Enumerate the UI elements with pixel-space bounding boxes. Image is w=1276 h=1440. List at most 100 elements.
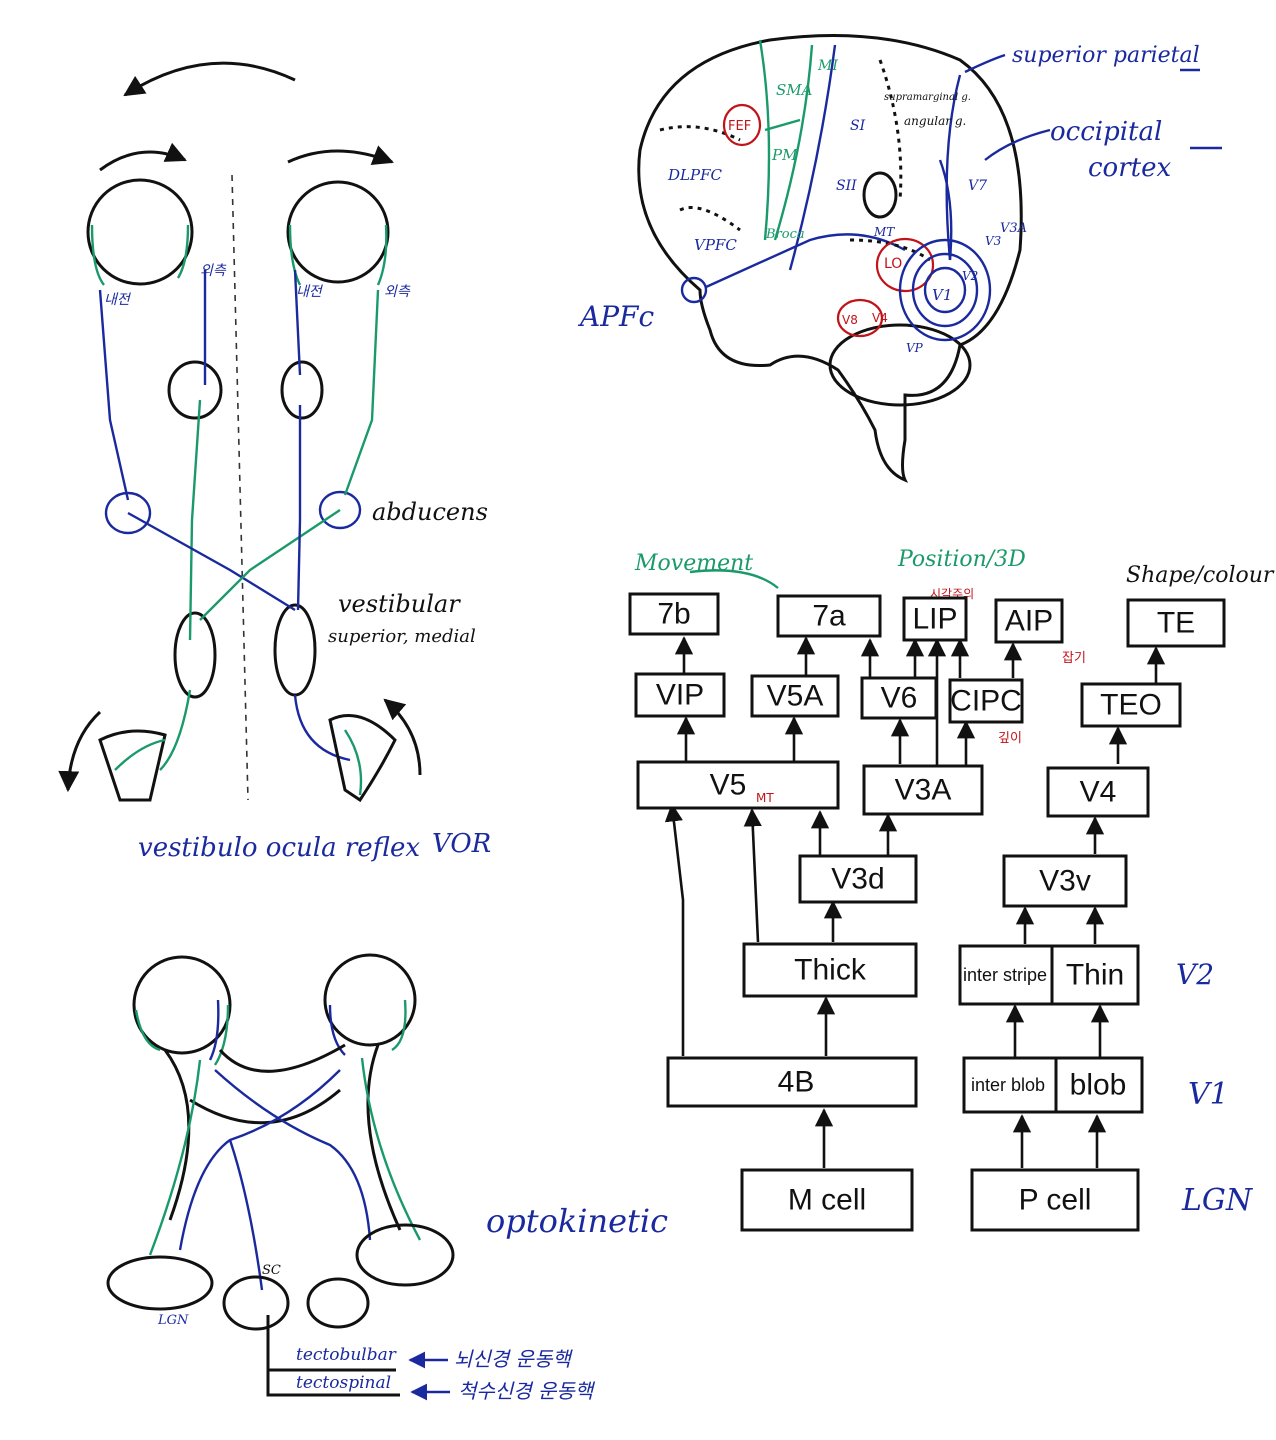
label-te: TE — [1157, 607, 1195, 640]
right-eye — [286, 180, 390, 284]
box-4b — [666, 1056, 918, 1108]
heading-shape-colour: Shape/colour — [1126, 563, 1275, 588]
brain-sketch: superior parietal occipital cortex APFc … — [577, 34, 1222, 483]
box-aip — [994, 598, 1064, 644]
brain-region-v8: V8 — [842, 313, 858, 327]
occipital-label: occipital — [1050, 117, 1162, 147]
superior-parietal-label: superior parietal — [1012, 43, 1200, 68]
box-7a — [776, 594, 882, 638]
spinal-motor-nuclei-label: 척수신경 운동핵 — [458, 1379, 596, 1403]
label-v4: V4 — [1080, 776, 1117, 809]
label-aip: AIP — [1005, 605, 1053, 638]
right-eye-medial-label: 내전 — [296, 284, 323, 300]
okn-sc-label: SC — [262, 1263, 281, 1278]
vor-abbreviation: VOR — [432, 829, 491, 859]
right-semicircular-canal — [328, 714, 397, 803]
tectospinal-label: tectospinal — [296, 1373, 391, 1393]
brain-region-dlpfc: DLPFC — [667, 166, 722, 184]
vor-diagram: 내전 외측 내전 외측 abducens vestibular superior… — [58, 61, 491, 863]
box-interblob-blob — [962, 1056, 1144, 1114]
visual-hierarchy-diagram: Movement Position/3D 시각주의 Shape/colour 잡… — [628, 547, 1275, 1232]
box-v4 — [1046, 766, 1150, 818]
brain-region-v3: V3 — [985, 234, 1002, 248]
label-vip: VIP — [656, 679, 704, 712]
label-teo: TEO — [1100, 689, 1162, 722]
level-v2: V2 — [1176, 958, 1214, 991]
box-vip — [634, 672, 726, 718]
vestibular-nucleus-left — [173, 611, 217, 699]
label-thin: Thin — [1066, 959, 1124, 992]
brain-region-supramarginal: supramarginal g. — [884, 92, 971, 103]
oculomotor-nucleus-left — [167, 360, 223, 420]
okn-right-eye — [323, 953, 417, 1047]
abducens-label: abducens — [372, 498, 488, 526]
vestibular-nucleus-right — [273, 603, 317, 697]
okn-lgn-right — [355, 1223, 455, 1287]
label-7b: 7b — [657, 598, 690, 631]
box-v3a — [862, 764, 984, 816]
box-thick — [742, 942, 918, 998]
right-eye-lateral-label: 외측 — [384, 284, 411, 300]
level-v1: V1 — [1188, 1077, 1229, 1112]
left-eye — [86, 178, 194, 286]
box-te — [1126, 598, 1226, 648]
brain-region-mi: MI — [817, 58, 838, 74]
label-m-cell: M cell — [788, 1184, 866, 1217]
okn-sc-left — [222, 1275, 290, 1331]
box-7b — [628, 592, 720, 636]
brain-region-v1: V1 — [932, 286, 952, 304]
label-interblob: inter blob — [971, 1075, 1045, 1095]
abducens-nucleus-right — [318, 490, 362, 530]
box-p-cell — [970, 1168, 1140, 1232]
brain-region-angular: angular g. — [904, 114, 966, 128]
aip-note: 잡기 — [1062, 651, 1086, 666]
box-m-cell — [740, 1168, 914, 1232]
box-v5 — [636, 760, 840, 810]
vestibular-label: vestibular — [338, 590, 461, 618]
label-blob: blob — [1070, 1069, 1127, 1102]
left-semicircular-canal — [98, 729, 167, 802]
apfc-label: APFc — [577, 300, 654, 333]
tectobulbar-label: tectobulbar — [296, 1345, 397, 1365]
box-v3v — [1002, 854, 1128, 908]
optokinetic-caption: optokinetic — [486, 1202, 668, 1240]
vor-caption: vestibulo ocula reflex — [138, 833, 420, 863]
label-v5-mt: MT — [756, 791, 774, 805]
label-v3v: V3v — [1039, 865, 1091, 898]
optokinetic-diagram: LGN SC tectobulbar tectospinal 뇌신경 운동핵 척… — [106, 953, 668, 1403]
label-7a: 7a — [812, 600, 846, 633]
box-v5a — [750, 674, 840, 718]
brain-region-lo: LO — [884, 256, 902, 272]
okn-lgn-left — [106, 1255, 214, 1311]
cranial-motor-nuclei-label: 뇌신경 운동핵 — [454, 1347, 573, 1371]
okn-lgn-label: LGN — [157, 1313, 189, 1328]
brain-region-v2: V2 — [962, 269, 978, 283]
brain-region-sma: SMA — [776, 81, 813, 99]
brain-region-vpfc: VPFC — [694, 236, 737, 254]
okn-sc-right — [306, 1277, 370, 1329]
label-p-cell: P cell — [1019, 1184, 1092, 1217]
cerebellum — [828, 323, 972, 407]
box-v3d — [798, 854, 918, 904]
brain-region-si: SI — [850, 118, 866, 134]
label-4b: 4B — [778, 1066, 815, 1099]
box-teo — [1080, 682, 1182, 728]
cipc-note: 깊이 — [998, 731, 1022, 746]
brain-region-v7: V7 — [968, 178, 987, 194]
box-cipc — [948, 678, 1024, 724]
box-lip — [902, 596, 968, 642]
brain-region-sii: SII — [836, 178, 857, 194]
label-thick: Thick — [794, 954, 867, 987]
brain-region-fef: FEF — [728, 119, 751, 134]
label-interstripe: inter stripe — [963, 965, 1047, 985]
okn-left-eye — [132, 955, 232, 1055]
brain-region-broca: Broca — [765, 227, 805, 242]
label-lip: LIP — [912, 603, 957, 636]
label-v3a: V3A — [895, 774, 952, 807]
label-v5: V5 — [710, 769, 747, 802]
left-eye-medial-label: 내전 — [104, 292, 131, 308]
oculomotor-nucleus-right — [280, 360, 324, 420]
brain-region-vp: VP — [906, 341, 924, 355]
level-lgn: LGN — [1181, 1183, 1254, 1218]
